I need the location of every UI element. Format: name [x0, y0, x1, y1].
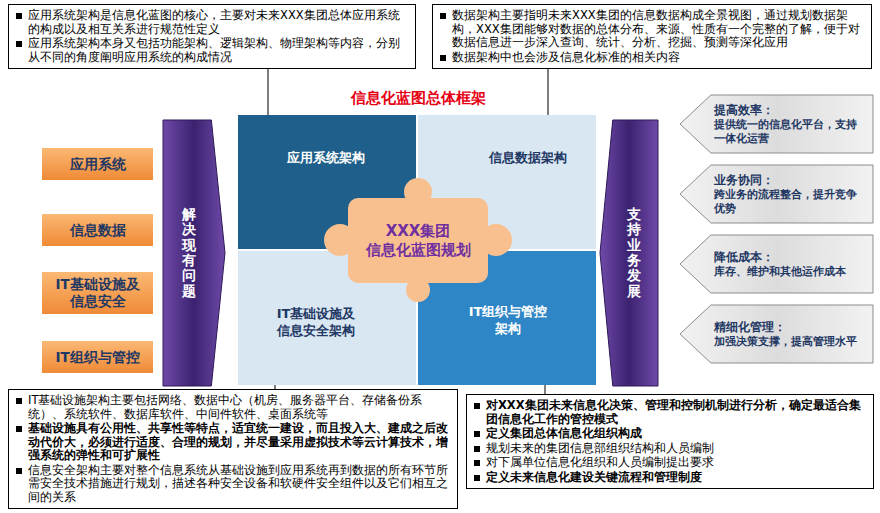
benefit-arrow-shape-outline [680, 235, 873, 293]
benefit-arrow-shape-outline [680, 95, 873, 153]
puzzle-knob [480, 224, 512, 256]
direction-arrow: 解决现有问题 [163, 120, 225, 386]
benefit-heading: 业务协同： [714, 173, 867, 188]
benefit-arrow-shape [680, 235, 873, 293]
bullet-square [16, 41, 22, 47]
benefit-body: 提供统一的信息化平台，支持一体化运营 [714, 118, 867, 146]
quadrant-label: 应用系统架构 [266, 149, 386, 166]
bullet-square [16, 468, 22, 474]
callout-text: 定义集团总体信息化组织构成 [486, 427, 867, 441]
quadrant-label: IT基础设施及 信息安全架构 [266, 305, 366, 339]
benefit-heading: 降低成本： [714, 250, 867, 265]
leader-line [548, 69, 549, 115]
leader-line [545, 385, 546, 394]
puzzle-knob [406, 278, 430, 302]
leader-line [268, 69, 269, 115]
bullet-square [474, 475, 480, 481]
bullet-square [440, 55, 446, 61]
diagram-title: 信息化蓝图总体框架 [300, 89, 536, 107]
category-label: 信息数据 [70, 222, 126, 239]
benefit-arrow: 精细化管理：加强决策支撑，提高管理水平 [680, 305, 873, 363]
category-box: 应用系统 [42, 148, 153, 180]
callout-box: IT基础设施架构主要包括网络、数据中心（机房、服务器平台、存储备份系统）、系统软… [8, 389, 458, 509]
category-label: IT组织与管控 [55, 349, 139, 366]
callout-box: 对XXX集团未来信息化决策、管理和控制机制进行分析，确定最适合集团信息化工作的管… [466, 394, 874, 489]
bullet-square [474, 460, 480, 466]
bullet-square [474, 431, 480, 437]
benefit-arrow: 业务协同：跨业务的流程整合，提升竞争优势 [680, 165, 873, 223]
bullet-row: 数据架构主要指明未来XXX集团的信息数据构成全景视图，通过规划数据架构，XXX集… [439, 9, 865, 50]
benefit-arrow: 提高效率：提供统一的信息化平台，支持一体化运营 [680, 95, 873, 153]
callout-text: 规划未来的集团信息部组织结构和人员编制 [486, 442, 867, 456]
callout-text: 数据架构主要指明未来XXX集团的信息数据构成全景视图，通过规划数据架构，XXX集… [452, 9, 865, 50]
vertical-label: 解决现有问题 [182, 207, 196, 299]
benefit-body: 跨业务的流程整合，提升竞争优势 [714, 188, 867, 216]
bullet-square [16, 13, 22, 19]
callout-box: 应用系统架构是信息化蓝图的核心，主要对未来XXX集团总体应用系统的构成以及相互关… [8, 4, 416, 69]
arrow-shape-outline [600, 120, 658, 386]
callout-text: 基础设施具有公用性、共享性等特点，适宜统一建设，而且投入大、建成之后改动代价大，… [28, 422, 451, 463]
vertical-label: 支持业务发展 [627, 207, 641, 299]
bullet-row: 应用系统架构本身又包括功能架构、逻辑架构、物理架构等内容，分别从不同的角度阐明应… [15, 37, 409, 64]
bullet-row: 基础设施具有公用性、共享性等特点，适宜统一建设，而且投入大、建成之后改动代价大，… [15, 422, 451, 463]
vertical-text-holder: 解决现有问题 [182, 207, 196, 299]
quadrant-label: IT组织与管控 架构 [458, 303, 558, 337]
benefit-body: 库存、维护和其他运作成本 [714, 265, 867, 279]
category-box: 信息数据 [42, 214, 153, 246]
bullet-row: 对下属单位信息化组织和人员编制提出要求 [473, 456, 867, 470]
callout-text: 对下属单位信息化组织和人员编制提出要求 [486, 456, 867, 470]
category-box: IT基础设施及 信息安全 [42, 272, 153, 314]
bullet-row: 应用系统架构是信息化蓝图的核心，主要对未来XXX集团总体应用系统的构成以及相互关… [15, 9, 409, 36]
bullet-row: 信息安全架构主要对整个信息系统从基础设施到应用系统再到数据的所有环节所需安全技术… [15, 464, 451, 505]
direction-arrow: 支持业务发展 [600, 120, 658, 386]
benefit-arrow-shape [680, 305, 873, 363]
callout-text: 定义未来信息化建设关键流程和管理制度 [486, 471, 867, 485]
bullet-row: 定义集团总体信息化组织构成 [473, 427, 867, 441]
bullet-row: IT基础设施架构主要包括网络、数据中心（机房、服务器平台、存储备份系统）、系统软… [15, 394, 451, 421]
center-label: XXX集团 信息化蓝图规划 [356, 222, 480, 260]
benefit-arrow: 降低成本：库存、维护和其他运作成本 [680, 235, 873, 293]
callout-text: 信息安全架构主要对整个信息系统从基础设施到应用系统再到数据的所有环节所需安全技术… [28, 464, 451, 505]
arrow-shape-outline [163, 120, 225, 386]
bullet-square [440, 13, 446, 19]
puzzle-knob [324, 224, 356, 256]
quadrant-label: 信息数据架构 [468, 149, 588, 166]
bullet-row: 规划未来的集团信息部组织结构和人员编制 [473, 442, 867, 456]
category-box: IT组织与管控 [42, 341, 153, 373]
callout-box: 数据架构主要指明未来XXX集团的信息数据构成全景视图，通过规划数据架构，XXX集… [432, 4, 872, 69]
benefit-heading: 提高效率： [714, 103, 867, 118]
callout-text: 数据架构中也会涉及信息化标准的相关内容 [452, 51, 865, 65]
bullet-row: 数据架构中也会涉及信息化标准的相关内容 [439, 51, 865, 65]
benefit-body: 加强决策支撑，提高管理水平 [714, 335, 867, 349]
vertical-text-holder: 支持业务发展 [627, 207, 641, 299]
category-label: 应用系统 [70, 156, 126, 173]
bullet-square [474, 446, 480, 452]
puzzle-piece: XXX集团 信息化蓝图规划 [318, 178, 518, 303]
benefit-arrow-shape-outline [680, 165, 873, 223]
benefit-arrow-shape-outline [680, 305, 873, 363]
puzzle-body [348, 198, 488, 283]
category-label: IT基础设施及 信息安全 [48, 276, 147, 310]
bullet-row: 对XXX集团未来信息化决策、管理和控制机制进行分析，确定最适合集团信息化工作的管… [473, 399, 867, 426]
bullet-square [474, 403, 480, 409]
bullet-row: 定义未来信息化建设关键流程和管理制度 [473, 471, 867, 485]
callout-text: 对XXX集团未来信息化决策、管理和控制机制进行分析，确定最适合集团信息化工作的管… [486, 399, 867, 426]
callout-text: 应用系统架构是信息化蓝图的核心，主要对未来XXX集团总体应用系统的构成以及相互关… [28, 9, 409, 36]
callout-text: 应用系统架构本身又包括功能架构、逻辑架构、物理架构等内容，分别从不同的角度阐明应… [28, 37, 409, 64]
bullet-square [16, 426, 22, 432]
callout-text: IT基础设施架构主要包括网络、数据中心（机房、服务器平台、存储备份系统）、系统软… [28, 394, 451, 421]
bullet-square [16, 398, 22, 404]
benefit-heading: 精细化管理： [714, 320, 867, 335]
puzzle-knob [404, 178, 432, 206]
